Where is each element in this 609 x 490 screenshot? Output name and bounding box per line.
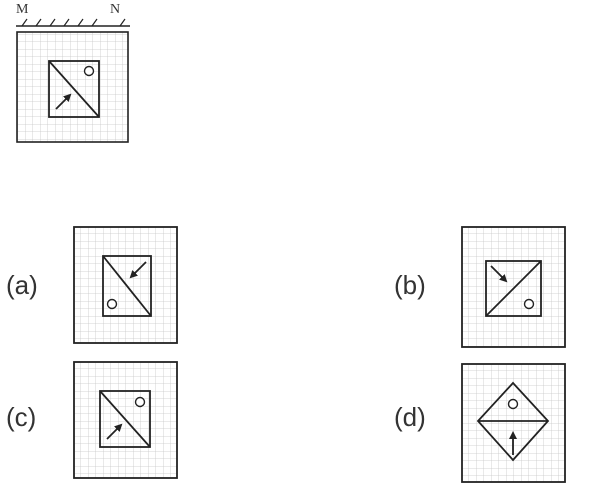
option-b-figure[interactable] bbox=[461, 226, 566, 348]
option-d-figure[interactable] bbox=[461, 363, 566, 483]
option-a-label: (a) bbox=[6, 270, 38, 300]
mirror-label-m: M bbox=[16, 2, 29, 17]
option-c-figure[interactable] bbox=[73, 361, 178, 479]
option-d-label: (d) bbox=[394, 402, 426, 432]
option-b-label: (b) bbox=[394, 270, 426, 300]
figure-square bbox=[48, 60, 100, 118]
mirror-label-n: N bbox=[110, 2, 121, 17]
question-figure: M N bbox=[10, 2, 135, 144]
mirror-line bbox=[16, 18, 130, 27]
option-c-label: (c) bbox=[6, 402, 37, 432]
option-a-figure[interactable] bbox=[73, 226, 178, 344]
